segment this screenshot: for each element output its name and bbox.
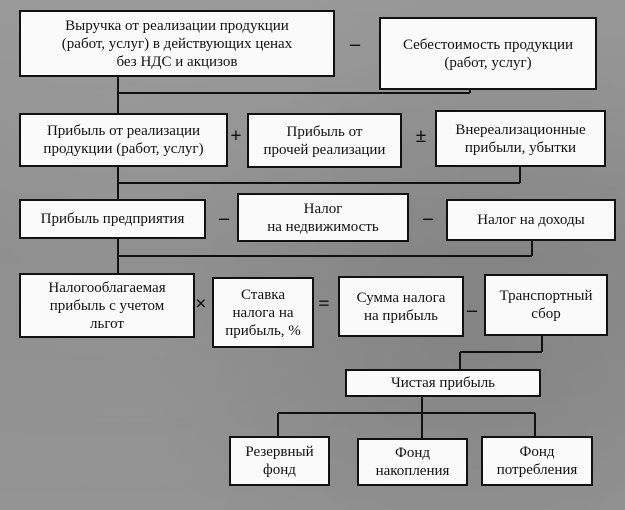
tax-rate-box: Ставка налога на прибыль, % [212, 277, 314, 348]
non-operating-box: Внереализационные прибыли, убытки [435, 110, 606, 167]
minus-operator: – [423, 207, 433, 229]
plus-minus-operator: ± [415, 125, 427, 147]
minus-operator: – [350, 33, 360, 55]
minus-operator: – [467, 299, 477, 321]
other-sales-profit-box: Прибыль от прочей реализации [247, 113, 402, 168]
income-tax-box: Налог на доходы [446, 199, 616, 241]
tax-amount-box: Сумма налога на прибыль [338, 276, 464, 337]
enterprise-profit-box: Прибыль предприятия [19, 199, 206, 239]
taxable-profit-box: Налогооблагаемая прибыль с учетом льгот [19, 273, 195, 338]
consumption-fund-box: Фонд потребления [481, 436, 593, 486]
cost-box: Себестоимость продукции (работ, услуг) [379, 17, 597, 90]
equals-operator: = [318, 293, 330, 315]
net-profit-box: Чистая прибыль [345, 369, 541, 397]
sales-profit-box: Прибыль от реализации продукции (работ, … [19, 113, 228, 167]
accumulation-fund-box: Фонд накопления [357, 438, 468, 486]
reserve-fund-box: Резервный фонд [229, 436, 330, 486]
plus-operator: + [230, 125, 242, 147]
revenue-box: Выручка от реализации продукции (работ, … [19, 10, 335, 77]
minus-operator: – [219, 207, 229, 229]
multiply-operator: × [195, 293, 207, 315]
transport-fee-box: Транспортный сбор [484, 274, 608, 336]
property-tax-box: Налог на недвижимость [237, 193, 409, 242]
